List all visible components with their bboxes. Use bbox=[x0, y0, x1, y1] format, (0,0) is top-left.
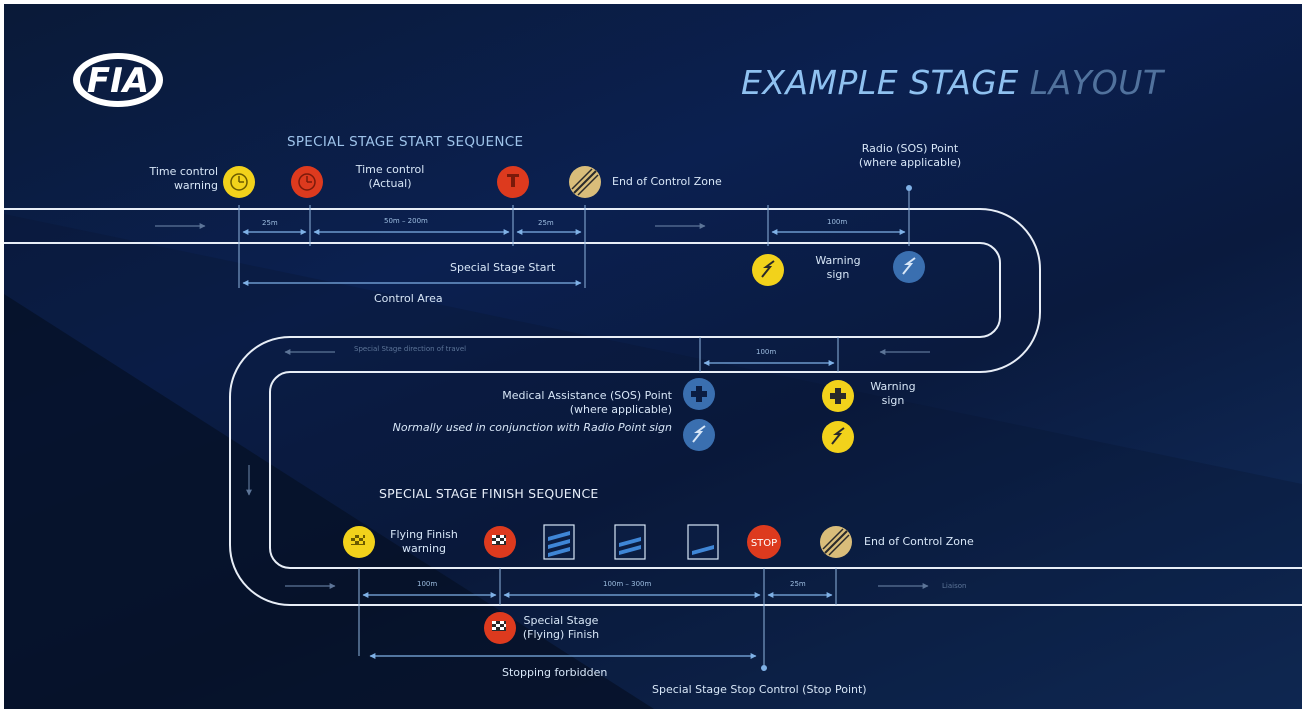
dist-50-200m: 50m – 200m bbox=[384, 217, 428, 225]
flying-finish-warning-line1: Flying Finish bbox=[390, 528, 458, 541]
medical-sos-sign-icon bbox=[683, 378, 715, 410]
time-control-actual-sign-icon bbox=[291, 166, 323, 198]
flying-finish-warning-label: Flying Finish warning bbox=[376, 528, 472, 556]
dist-100m-radio: 100m bbox=[827, 218, 848, 226]
flying-finish-line2: (Flying) Finish bbox=[522, 628, 600, 641]
medical-line3: Normally used in conjunction with Radio … bbox=[392, 421, 672, 434]
end-control-zone-start-label: End of Control Zone bbox=[612, 175, 722, 188]
medical-warning-sign-icon bbox=[822, 380, 854, 412]
time-control-warning-sign-icon bbox=[223, 166, 255, 198]
medical-radio-sign-icon bbox=[683, 419, 715, 451]
flying-finish-line1: Special Stage bbox=[523, 614, 599, 627]
liaison-label: Liaison bbox=[942, 582, 967, 590]
control-area-label: Control Area bbox=[374, 292, 443, 305]
radio-point-line2: (where applicable) bbox=[858, 156, 962, 169]
road bbox=[4, 208, 1302, 606]
page-title: EXAMPLE STAGE LAYOUT bbox=[741, 63, 1164, 102]
radio-sos-sign-icon bbox=[893, 251, 925, 283]
dist-100m-medical: 100m bbox=[756, 348, 777, 356]
warning-sign-top-label: Warning sign bbox=[800, 254, 876, 282]
finish-sequence-heading: SPECIAL STAGE FINISH SEQUENCE bbox=[379, 486, 599, 501]
end-control-zone-sign-icon bbox=[569, 166, 601, 198]
warning-sign-mid-line1: Warning bbox=[870, 380, 916, 393]
stage-start-sign-icon bbox=[497, 166, 529, 198]
countdown-board-2-icon bbox=[614, 524, 646, 560]
end-control-zone-finish-sign-icon bbox=[820, 526, 852, 558]
direction-arrows bbox=[155, 223, 930, 589]
time-control-warning-line2: warning bbox=[173, 179, 218, 192]
radio-point-line1: Radio (SOS) Point bbox=[861, 142, 959, 155]
svg-text:FIA: FIA bbox=[87, 61, 149, 101]
countdown-board-1-icon bbox=[687, 524, 719, 560]
dist-100-300m: 100m – 300m bbox=[603, 580, 652, 588]
time-control-actual-label: Time control (Actual) bbox=[340, 163, 440, 191]
stop-point-marker bbox=[761, 665, 767, 671]
flying-finish-warning-sign-icon bbox=[343, 526, 375, 558]
dist-25m-b: 25m bbox=[538, 219, 554, 227]
countdown-board-3-icon bbox=[543, 524, 575, 560]
special-stage-start-label: Special Stage Start bbox=[450, 261, 556, 274]
fia-logo: FIA bbox=[70, 50, 170, 114]
dist-25m-stop: 25m bbox=[790, 580, 806, 588]
medical-line1: Medical Assistance (SOS) Point bbox=[502, 389, 672, 402]
flying-finish-lower-sign-icon bbox=[484, 612, 516, 644]
warning-sign-top-line1: Warning bbox=[815, 254, 861, 267]
time-control-warning-line1: Time control bbox=[149, 165, 218, 178]
flying-finish-warning-line2: warning bbox=[401, 542, 447, 555]
radio-point-label: Radio (SOS) Point (where applicable) bbox=[840, 142, 980, 170]
flying-finish-label: Special Stage (Flying) Finish bbox=[516, 614, 606, 642]
flying-finish-sign-icon bbox=[484, 526, 516, 558]
dimension-arrows bbox=[242, 229, 906, 659]
position-ticks bbox=[238, 190, 910, 666]
warning-sign-mid-line2: sign bbox=[881, 394, 905, 407]
stop-sign-icon: STOP bbox=[747, 525, 781, 559]
radio-point-marker bbox=[906, 185, 912, 191]
stop-control-label: Special Stage Stop Control (Stop Point) bbox=[652, 683, 867, 696]
warning-sign-mid-label: Warning sign bbox=[855, 380, 931, 408]
title-part-1: EXAMPLE STAGE bbox=[741, 63, 1019, 102]
stop-sign-text: STOP bbox=[751, 538, 777, 549]
radio-warning-sign-lower-icon bbox=[822, 421, 854, 453]
medical-line2: (where applicable) bbox=[569, 403, 672, 416]
medical-point-label: Medical Assistance (SOS) Point (where ap… bbox=[356, 389, 672, 435]
time-control-warning-label: Time control warning bbox=[118, 165, 218, 193]
radio-warning-sign-icon bbox=[752, 254, 784, 286]
direction-of-travel-label: Special Stage direction of travel bbox=[354, 345, 467, 353]
title-part-2: LAYOUT bbox=[1029, 63, 1164, 102]
stopping-forbidden-label: Stopping forbidden bbox=[502, 666, 608, 679]
dist-100m-finish: 100m bbox=[417, 580, 438, 588]
dist-25m-start: 25m bbox=[262, 219, 278, 227]
time-control-actual-line2: (Actual) bbox=[368, 177, 412, 190]
time-control-actual-line1: Time control bbox=[355, 163, 425, 176]
warning-sign-top-line2: sign bbox=[826, 268, 850, 281]
start-sequence-heading: SPECIAL STAGE START SEQUENCE bbox=[287, 134, 524, 150]
end-control-zone-finish-label: End of Control Zone bbox=[864, 535, 974, 548]
